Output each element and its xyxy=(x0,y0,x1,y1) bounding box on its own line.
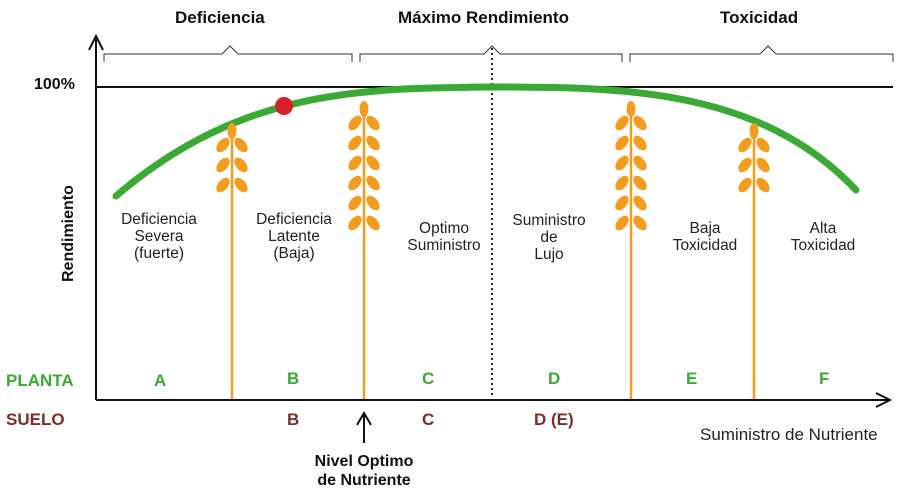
wheat-icon xyxy=(348,101,380,399)
wheat-grain xyxy=(216,177,230,193)
wheat-grain xyxy=(615,175,629,191)
yield-curve xyxy=(112,83,860,200)
wheat-grain xyxy=(626,101,636,117)
soil-row-label: SUELO xyxy=(6,410,65,429)
wheat-grain xyxy=(234,177,248,193)
wheat-grain xyxy=(216,157,230,173)
wheat-grain xyxy=(348,215,362,231)
wheat-grain xyxy=(615,155,629,171)
wheat-grain xyxy=(366,135,380,151)
wheat-stalks xyxy=(216,101,770,399)
wheat-grain xyxy=(615,135,629,151)
soil-letter-c: C xyxy=(422,410,435,429)
optimum-point xyxy=(275,97,293,115)
wheat-grain xyxy=(348,115,362,131)
wheat-grain xyxy=(633,195,647,211)
wheat-grain xyxy=(756,177,770,193)
wheat-grain xyxy=(756,137,770,153)
wheat-grain xyxy=(749,123,759,139)
wheat-grain xyxy=(366,155,380,171)
header-toxicity: Toxicidad xyxy=(720,8,799,27)
wheat-grain xyxy=(234,137,248,153)
wheat-grain xyxy=(227,123,237,139)
wheat-grain xyxy=(348,135,362,151)
wheat-grain xyxy=(366,175,380,191)
wheat-grain xyxy=(615,215,629,231)
wheat-grain xyxy=(738,177,752,193)
wheat-grain xyxy=(348,195,362,211)
wheat-grain xyxy=(615,195,629,211)
plant-letter-b: B xyxy=(287,369,300,388)
wheat-grain xyxy=(234,157,248,173)
plant-letter-d: D xyxy=(548,369,561,388)
header-max-yield: Máximo Rendimiento xyxy=(398,8,569,27)
wheat-grain xyxy=(366,215,380,231)
wheat-grain xyxy=(366,115,380,131)
wheat-grain xyxy=(633,115,647,131)
header-deficiency: Deficiencia xyxy=(175,8,265,27)
wheat-grain xyxy=(366,195,380,211)
wheat-icon xyxy=(615,101,647,399)
wheat-grain xyxy=(756,157,770,173)
wheat-grain xyxy=(348,155,362,171)
soil-letter-d-e: D (E) xyxy=(534,410,574,429)
wheat-grain xyxy=(633,155,647,171)
plant-letter-f: F xyxy=(819,369,830,388)
wheat-icon xyxy=(216,123,248,399)
up-arrow-icon xyxy=(356,411,372,443)
x-axis-label: Suministro de Nutriente xyxy=(700,425,878,444)
wheat-grain xyxy=(633,135,647,151)
wheat-grain xyxy=(348,175,362,191)
x-axis-arrowhead xyxy=(875,392,893,408)
soil-letter-b: B xyxy=(287,410,300,429)
wheat-icon xyxy=(738,123,770,399)
brace-toxicity xyxy=(629,45,894,62)
brace-deficiency xyxy=(103,45,353,62)
wheat-grain xyxy=(738,157,752,173)
tick-100-percent: 100% xyxy=(34,76,75,93)
wheat-grain xyxy=(633,215,647,231)
plant-row-label: PLANTA xyxy=(6,371,74,390)
wheat-grain xyxy=(738,137,752,153)
wheat-grain xyxy=(615,115,629,131)
y-axis-arrowhead xyxy=(88,33,104,51)
wheat-grain xyxy=(216,137,230,153)
plant-letter-e: E xyxy=(686,369,698,388)
plant-letter-a: A xyxy=(154,371,167,390)
wheat-grain xyxy=(359,101,369,117)
plant-letter-c: C xyxy=(422,369,435,388)
y-axis-label: Rendimiento xyxy=(60,185,77,282)
brace-max-yield xyxy=(359,45,623,62)
wheat-grain xyxy=(633,175,647,191)
